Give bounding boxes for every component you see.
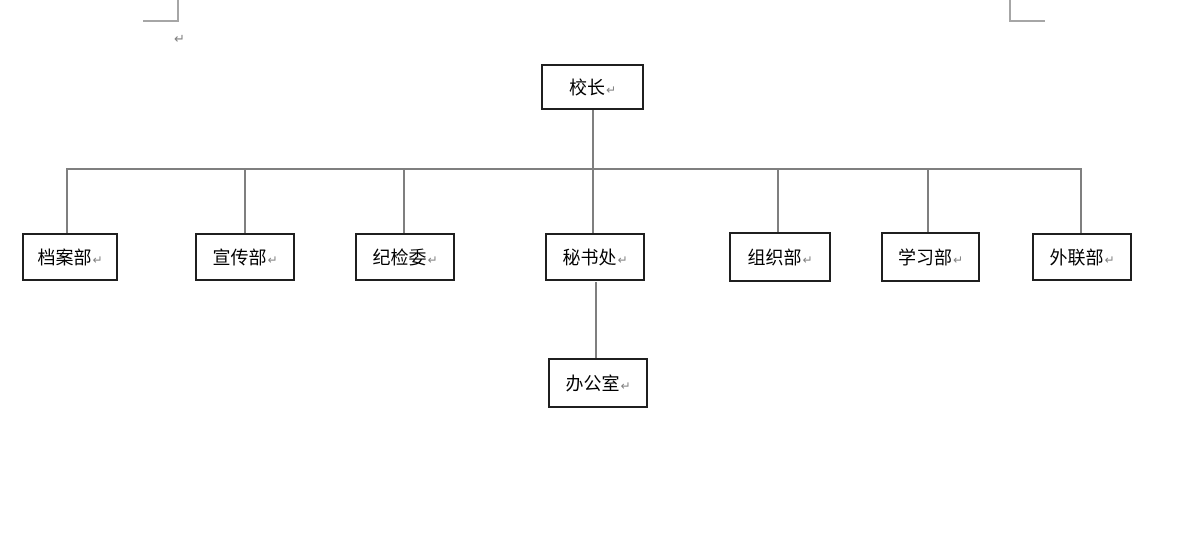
text-boundary-corner-top-left-horizontal [143,20,179,22]
line-break-mark: ↵ [617,253,628,267]
text-boundary-corner-top-left-vertical [177,0,179,21]
org-box-external[interactable]: 外联部↵ [1032,233,1132,281]
org-box-label: 纪检委 [372,248,427,268]
org-box-principal[interactable]: 校长↵ [541,64,644,110]
text-boundary-corner-top-right-horizontal [1009,20,1045,22]
org-box-label: 外联部 [1049,248,1104,268]
org-box-label: 档案部 [37,248,92,268]
org-box-archives[interactable]: 档案部↵ [22,233,118,281]
text-boundary-corner-top-right-vertical [1009,0,1011,21]
line-break-mark: ↵ [952,253,964,267]
connector-drop-discipline[interactable] [403,169,405,233]
org-box-label: 办公室 [565,374,620,394]
org-box-secretariat[interactable]: 秘书处↵ [545,233,645,281]
line-break-mark: ↵ [605,83,617,97]
org-box-organization[interactable]: 组织部↵ [729,232,831,282]
connector-drop-publicity[interactable] [244,169,246,233]
org-box-label: 宣传部 [212,248,267,268]
org-box-study[interactable]: 学习部↵ [881,232,980,282]
line-break-mark: ↵ [802,253,813,267]
org-box-label: 秘书处 [562,248,617,268]
org-box-discipline[interactable]: 纪检委↵ [355,233,455,281]
line-break-mark: ↵ [1104,253,1115,267]
connector-principal-drop[interactable] [592,110,594,233]
paragraph-mark: ↵ [174,32,185,47]
connector-secretariat-office[interactable] [595,282,597,358]
connector-drop-study[interactable] [927,169,929,232]
org-box-office[interactable]: 办公室↵ [548,358,648,408]
line-break-mark: ↵ [267,253,278,267]
connector-drop-archives[interactable] [66,169,68,233]
org-box-label: 学习部 [897,248,952,268]
line-break-mark: ↵ [427,253,438,267]
org-box-label: 组织部 [747,248,802,268]
connector-drop-organization[interactable] [777,169,779,232]
org-box-label: 校长 [568,78,605,98]
line-break-mark: ↵ [620,379,631,393]
org-box-publicity[interactable]: 宣传部↵ [195,233,295,281]
line-break-mark: ↵ [92,253,103,267]
connector-bus-line[interactable] [66,168,1082,170]
connector-drop-external[interactable] [1080,169,1082,233]
